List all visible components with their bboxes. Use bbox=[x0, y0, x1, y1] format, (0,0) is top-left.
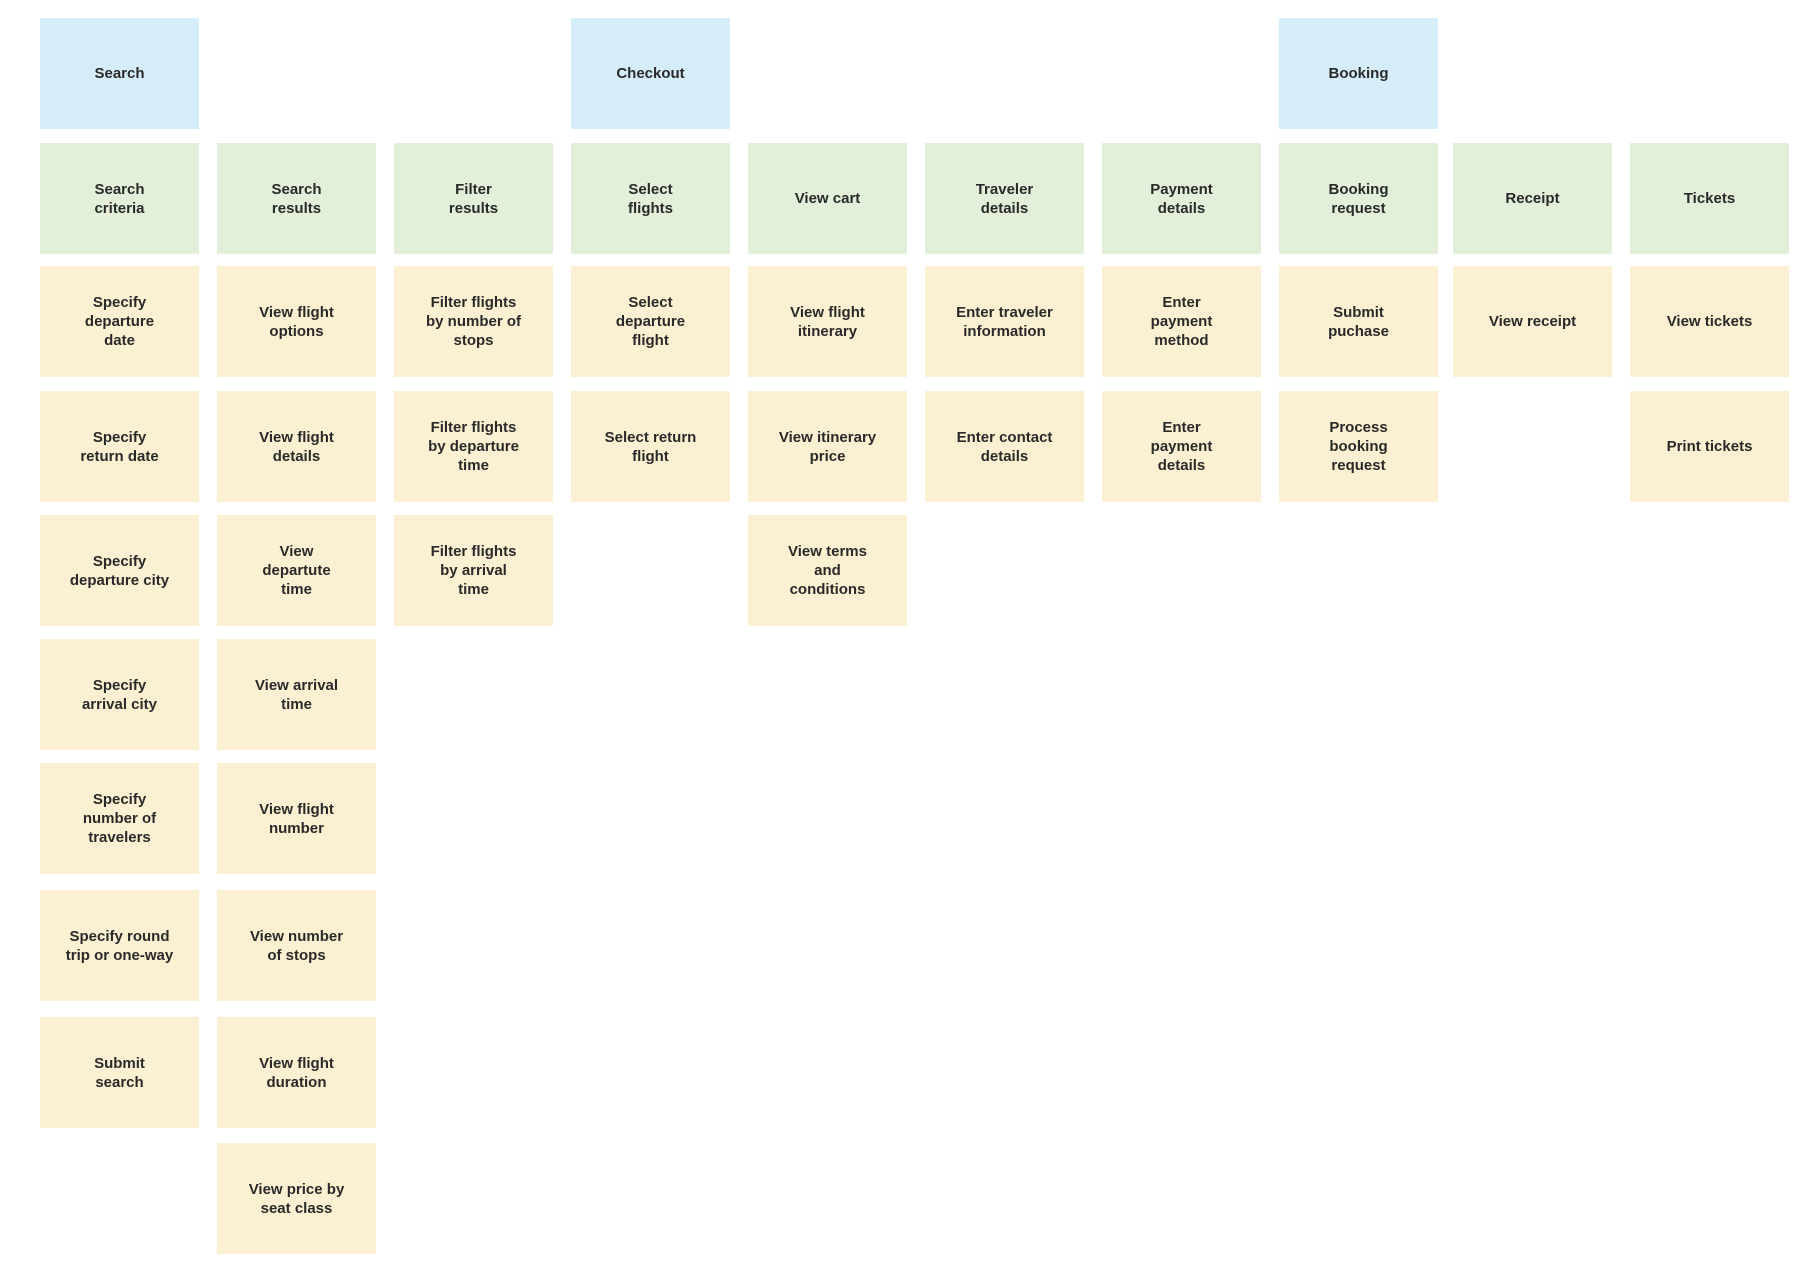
story-card[interactable]: Enter contact details bbox=[925, 391, 1084, 502]
story-card[interactable]: Filter flights by number of stops bbox=[394, 266, 553, 377]
story-card[interactable]: View flight details bbox=[217, 391, 376, 502]
story-card[interactable]: View departute time bbox=[217, 515, 376, 626]
story-card[interactable]: View flight itinerary bbox=[748, 266, 907, 377]
step-card-search-results[interactable]: Search results bbox=[217, 143, 376, 254]
activity-card-booking[interactable]: Booking bbox=[1279, 18, 1438, 129]
step-card-receipt[interactable]: Receipt bbox=[1453, 143, 1612, 254]
story-card[interactable]: View flight duration bbox=[217, 1017, 376, 1128]
step-card-tickets[interactable]: Tickets bbox=[1630, 143, 1789, 254]
story-card[interactable]: View terms and conditions bbox=[748, 515, 907, 626]
step-card-view-cart[interactable]: View cart bbox=[748, 143, 907, 254]
story-card[interactable]: View tickets bbox=[1630, 266, 1789, 377]
story-card[interactable]: Enter traveler information bbox=[925, 266, 1084, 377]
step-card-booking-request[interactable]: Booking request bbox=[1279, 143, 1438, 254]
step-card-traveler-details[interactable]: Traveler details bbox=[925, 143, 1084, 254]
story-card[interactable]: View price by seat class bbox=[217, 1143, 376, 1254]
story-card[interactable]: View itinerary price bbox=[748, 391, 907, 502]
story-card[interactable]: View number of stops bbox=[217, 890, 376, 1001]
story-card[interactable]: View receipt bbox=[1453, 266, 1612, 377]
activity-card-search[interactable]: Search bbox=[40, 18, 199, 129]
story-card[interactable]: Enter payment details bbox=[1102, 391, 1261, 502]
story-card[interactable]: Specify round trip or one-way bbox=[40, 890, 199, 1001]
story-card[interactable]: Specify departure city bbox=[40, 515, 199, 626]
step-card-filter-results[interactable]: Filter results bbox=[394, 143, 553, 254]
story-card[interactable]: Select return flight bbox=[571, 391, 730, 502]
story-card[interactable]: View arrival time bbox=[217, 639, 376, 750]
story-card[interactable]: Specify return date bbox=[40, 391, 199, 502]
step-card-select-flights[interactable]: Select flights bbox=[571, 143, 730, 254]
story-card[interactable]: Submit puchase bbox=[1279, 266, 1438, 377]
activity-card-checkout[interactable]: Checkout bbox=[571, 18, 730, 129]
story-card[interactable]: Filter flights by departure time bbox=[394, 391, 553, 502]
step-card-payment-details[interactable]: Payment details bbox=[1102, 143, 1261, 254]
story-card[interactable]: View flight options bbox=[217, 266, 376, 377]
story-card[interactable]: Select departure flight bbox=[571, 266, 730, 377]
story-card[interactable]: Process booking request bbox=[1279, 391, 1438, 502]
story-card[interactable]: Specify departure date bbox=[40, 266, 199, 377]
story-card[interactable]: Enter payment method bbox=[1102, 266, 1261, 377]
story-card[interactable]: Filter flights by arrival time bbox=[394, 515, 553, 626]
story-card[interactable]: View flight number bbox=[217, 763, 376, 874]
story-card[interactable]: Specify number of travelers bbox=[40, 763, 199, 874]
story-card[interactable]: Print tickets bbox=[1630, 391, 1789, 502]
step-card-search-criteria[interactable]: Search criteria bbox=[40, 143, 199, 254]
story-card[interactable]: Specify arrival city bbox=[40, 639, 199, 750]
story-card[interactable]: Submit search bbox=[40, 1017, 199, 1128]
